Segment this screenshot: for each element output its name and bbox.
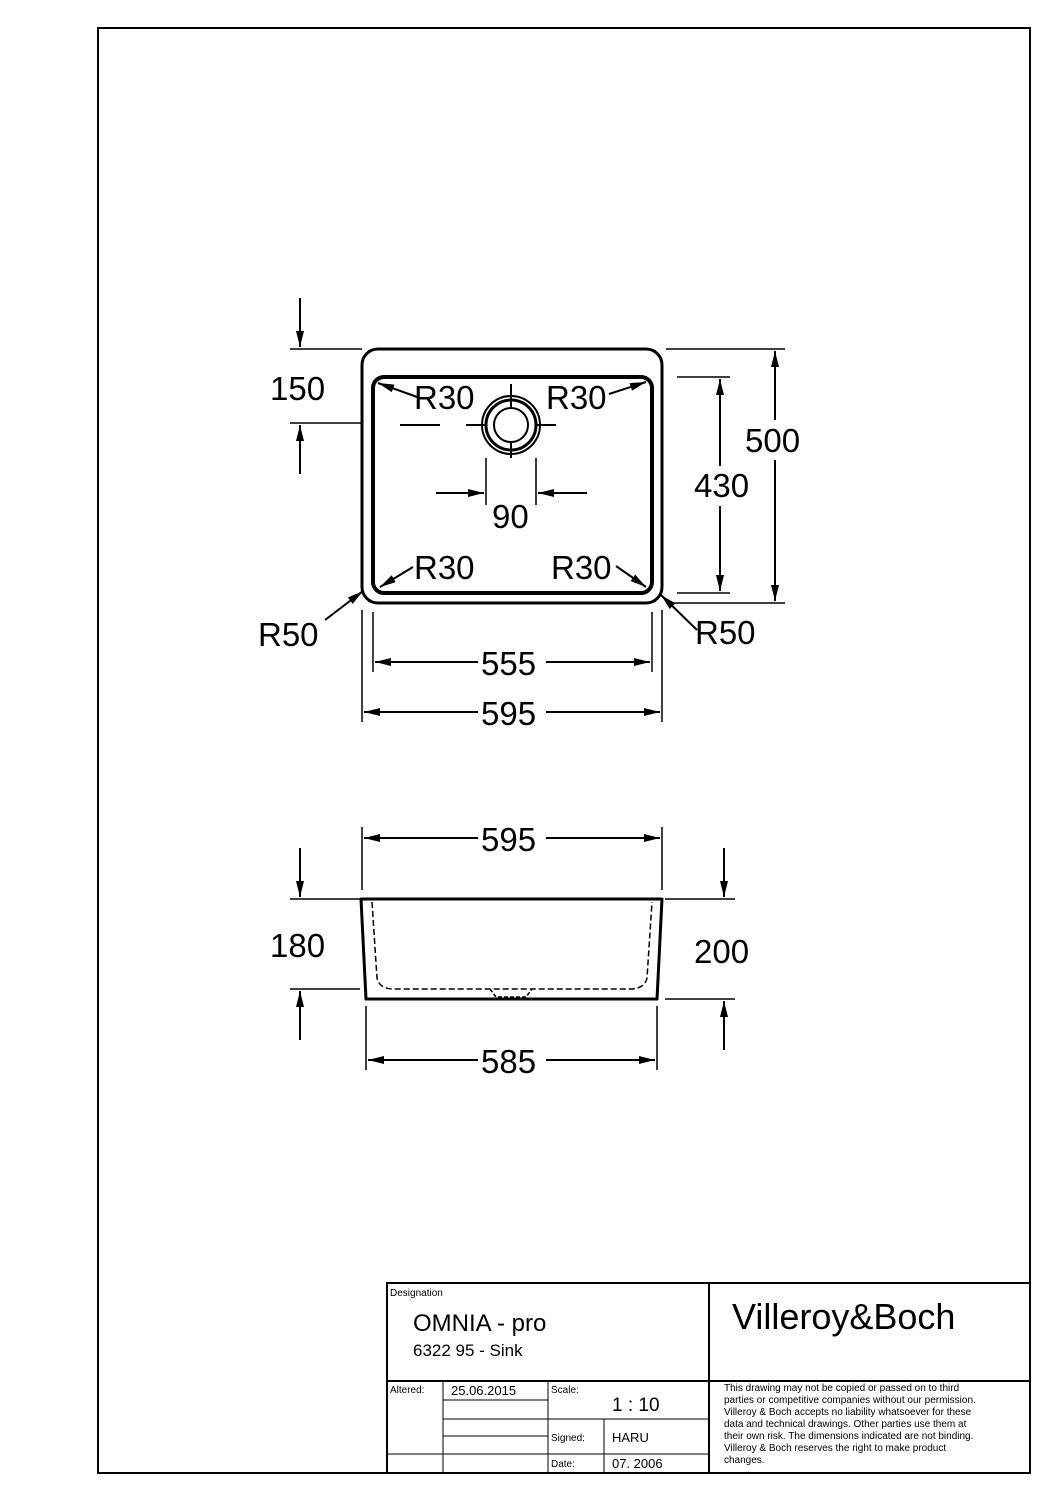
dim-555-label: 555 [481, 645, 536, 682]
dim-200-label: 200 [694, 933, 749, 970]
date-label: Date: [551, 1459, 575, 1470]
drain [400, 384, 556, 505]
r50-right-label: R50 [695, 614, 756, 651]
signed-value: HARU [612, 1430, 649, 1445]
r30-top-left-label: R30 [414, 379, 475, 416]
dim-595-plan-label: 595 [481, 695, 536, 732]
disclaimer-line: Villeroy & Boch reserves the right to ma… [724, 1443, 946, 1454]
r30-bottom-right-label: R30 [551, 549, 612, 586]
r50-left-label: R50 [258, 616, 319, 653]
dim-150-label: 150 [270, 370, 325, 407]
r30-top-right-label: R30 [546, 379, 607, 416]
sink-outer-outline [360, 347, 664, 605]
disclaimer-line: data and technical drawings. Other parti… [724, 1419, 967, 1430]
product-title: OMNIA - pro [413, 1310, 546, 1337]
dim-90-label: 90 [492, 498, 529, 535]
dim-500-label: 500 [745, 422, 800, 459]
product-subtitle: 6322 95 - Sink [413, 1341, 523, 1360]
dim-585-label: 585 [481, 1043, 536, 1080]
disclaimer-line: parties or competitive companies without… [724, 1395, 976, 1406]
disclaimer: This drawing may not be copied or passed… [724, 1383, 976, 1466]
disclaimer-line: changes. [724, 1455, 765, 1466]
title-block: Designation OMNIA - pro 6322 95 - Sink V… [386, 1282, 1031, 1474]
drawing-frame [97, 27, 1031, 1474]
scale-value: 1 : 10 [612, 1395, 660, 1416]
sink-hidden-bowl [371, 901, 653, 990]
designation-label: Designation [390, 1288, 443, 1299]
disclaimer-line: their own risk. The dimensions indicated… [724, 1431, 973, 1442]
r30-bottom-left-label: R30 [414, 549, 475, 586]
sink-bowl-outline [371, 375, 654, 595]
plan-view: 150 500 430 90 R30 R30 R30 R30 R50 R50 [258, 298, 808, 732]
date-value: 07. 2006 [612, 1456, 663, 1471]
dim-180-label: 180 [270, 927, 325, 964]
altered-value: 25.06.2015 [451, 1383, 516, 1398]
sink-front-outline [359, 897, 664, 1001]
signed-label: Signed: [551, 1433, 585, 1444]
brand-logo: Villeroy&Boch [732, 1296, 955, 1337]
altered-label: Altered: [390, 1385, 424, 1396]
scale-label: Scale: [551, 1385, 579, 1396]
dim-595-front-label: 595 [481, 821, 536, 858]
disclaimer-line: This drawing may not be copied or passed… [724, 1383, 959, 1394]
front-view: 595 180 200 585 [270, 819, 749, 1080]
dim-430-label: 430 [694, 467, 749, 504]
disclaimer-line: Villeroy & Boch accepts no liability wha… [724, 1407, 972, 1418]
